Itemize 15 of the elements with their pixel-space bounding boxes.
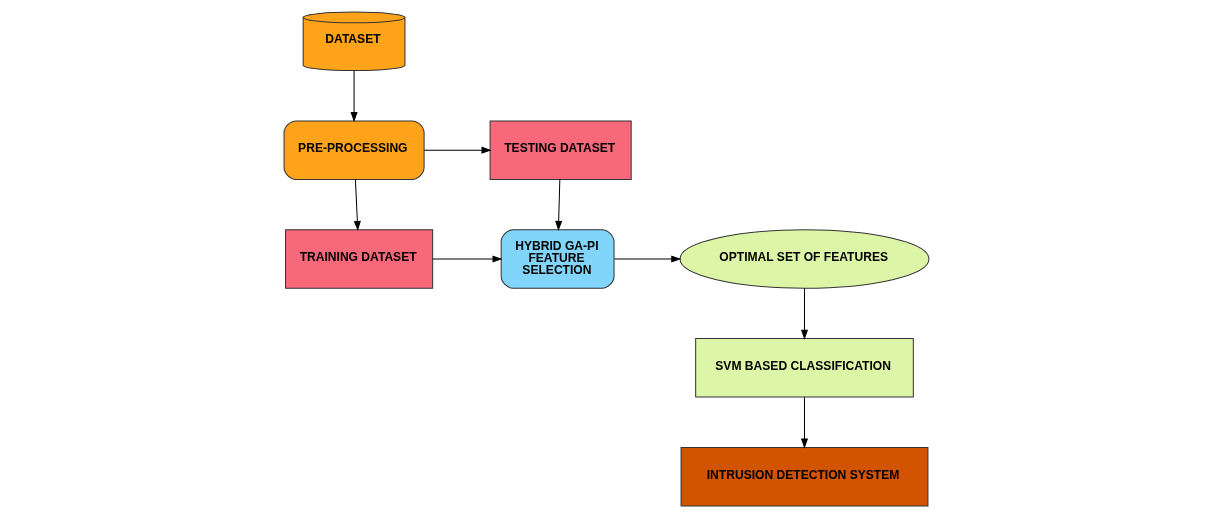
- arrow: [350, 70, 358, 123]
- node-box: INTRUSION DETECTION SYSTEM: [680, 446, 928, 507]
- arrow: [800, 287, 808, 340]
- node-ellipse: OPTIMAL SET OF FEATURES: [679, 229, 929, 289]
- node-box: HYBRID GA-PI FEATURE SELECTION: [500, 229, 615, 289]
- arrow: [554, 179, 562, 232]
- arrow: [423, 146, 492, 154]
- node-box: TESTING DATASET: [489, 120, 632, 180]
- arrow: [353, 179, 361, 232]
- arrow: [431, 255, 503, 263]
- node-box: PRE-PROCESSING: [283, 120, 425, 180]
- arrow: [613, 255, 681, 263]
- arrow: [800, 396, 808, 449]
- node-box: TRAINING DATASET: [284, 229, 433, 289]
- node-box: SVM BASED CLASSIFICATION: [694, 338, 914, 398]
